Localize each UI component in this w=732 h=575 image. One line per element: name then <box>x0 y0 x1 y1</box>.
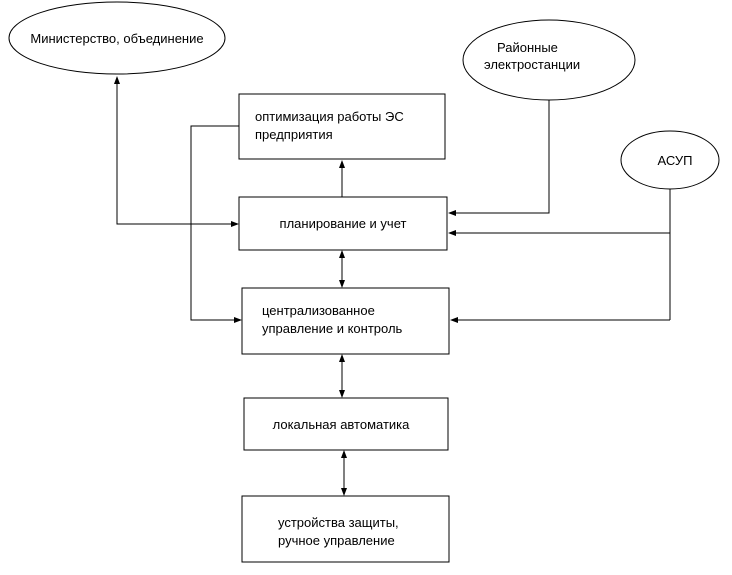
arrowhead-plants-planning <box>448 210 456 216</box>
node-central-control: централизованное управление и контроль <box>241 287 450 355</box>
arrowhead-local-up <box>341 450 347 458</box>
node-central-control-label-2: управление и контроль <box>262 321 403 336</box>
arrowhead-asup-central <box>450 317 458 323</box>
node-district-plants-label-1: Районные <box>497 40 558 55</box>
node-planning-label: планирование и учет <box>280 216 407 231</box>
edge-planning-ministry <box>116 82 237 225</box>
arrowhead-central-down <box>339 280 345 288</box>
node-optimization: оптимизация работы ЭС предприятия <box>238 93 446 160</box>
arrowhead-protection-down <box>341 488 347 496</box>
arrowhead-planning-up <box>339 250 345 258</box>
node-local-automation-label: локальная автоматика <box>273 417 411 432</box>
arrowhead-local-down <box>339 390 345 398</box>
node-optimization-label-1: оптимизация работы ЭС <box>255 109 404 124</box>
node-central-control-label-1: централизованное <box>262 303 375 318</box>
connectors <box>114 76 671 496</box>
node-local-automation: локальная автоматика <box>243 397 449 451</box>
arrowhead-central-up <box>339 354 345 362</box>
node-asup-label: АСУП <box>658 153 693 168</box>
arrowhead-optimization-central <box>234 317 242 323</box>
arrowhead-optimization <box>339 160 345 168</box>
node-asup: АСУП <box>620 130 720 190</box>
node-optimization-label-2: предприятия <box>255 127 333 142</box>
arrowhead-ministry <box>114 76 120 84</box>
node-protection: устройства защиты, ручное управление <box>241 495 450 563</box>
edge-optimization-central <box>190 125 239 321</box>
edge-plants-planning <box>455 100 550 214</box>
node-planning: планирование и учет <box>238 196 448 251</box>
node-protection-label-1: устройства защиты, <box>278 515 399 530</box>
arrowhead-planning-left <box>231 221 239 227</box>
node-ministry: Министерство, объединение <box>8 1 226 75</box>
node-district-plants-label-2: электростанции <box>484 57 580 72</box>
node-protection-label-2: ручное управление <box>278 533 395 548</box>
node-ministry-label: Министерство, объединение <box>30 31 203 46</box>
arrowhead-asup-planning <box>448 230 456 236</box>
node-district-plants: Районные электростанции <box>462 19 636 101</box>
